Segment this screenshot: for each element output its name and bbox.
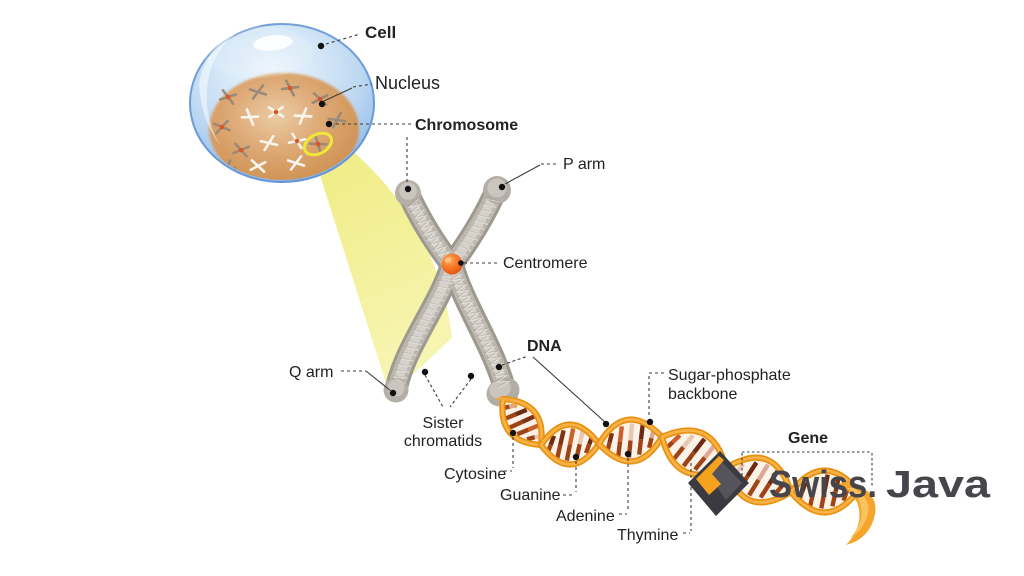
svg-text:Cell: Cell bbox=[365, 23, 396, 42]
svg-text:Centromere: Centromere bbox=[503, 255, 588, 272]
svg-text:Sister: Sister bbox=[423, 415, 465, 432]
svg-text:Cytosine: Cytosine bbox=[444, 466, 506, 483]
svg-text:Chromosome: Chromosome bbox=[415, 117, 518, 134]
svg-text:P arm: P arm bbox=[563, 156, 605, 173]
svg-text:Java: Java bbox=[886, 464, 991, 506]
svg-text:Guanine: Guanine bbox=[500, 487, 561, 504]
svg-text:backbone: backbone bbox=[668, 386, 737, 403]
svg-text:Gene: Gene bbox=[788, 430, 828, 447]
svg-text:chromatids: chromatids bbox=[404, 433, 482, 450]
svg-text:DNA: DNA bbox=[527, 338, 562, 355]
svg-text:Q arm: Q arm bbox=[289, 364, 333, 381]
svg-text:Thymine: Thymine bbox=[617, 527, 678, 544]
svg-text:Nucleus: Nucleus bbox=[375, 73, 440, 93]
svg-text:Swiss.: Swiss. bbox=[769, 464, 877, 506]
svg-text:Sugar-phosphate: Sugar-phosphate bbox=[668, 367, 791, 384]
svg-text:Adenine: Adenine bbox=[556, 508, 615, 525]
